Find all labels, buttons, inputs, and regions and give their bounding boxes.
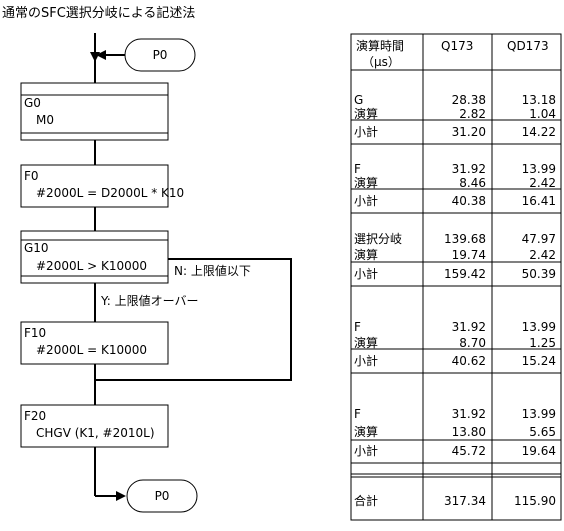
table-cell: F — [354, 407, 361, 421]
end-p0-label: P0 — [155, 489, 170, 503]
step-g0-code: M0 — [36, 113, 54, 127]
start-p0-terminal — [124, 38, 196, 72]
branch-no-label: N: 上限値以下 — [174, 263, 251, 278]
table-cell: 演算 — [354, 106, 378, 121]
table-subtotal: 40.38 — [452, 194, 486, 208]
table-cell: 8.70 — [459, 336, 486, 350]
table-cell: 47.97 — [522, 232, 556, 246]
table-cell: 演算 — [354, 175, 378, 190]
flow-arrow-down-icon — [90, 52, 100, 62]
start-jump-arrow-icon — [96, 50, 106, 60]
table-cell: 選択分岐 — [354, 232, 402, 246]
table-subtotal: 小計 — [354, 443, 378, 458]
table-subtotal: 45.72 — [452, 444, 486, 458]
table-header-unit: （μs） — [362, 55, 400, 69]
end-jump-arrow-icon — [116, 491, 126, 501]
step-f0-code: #2000L = D2000L * K10 — [36, 186, 184, 200]
table-cell: 31.92 — [452, 407, 486, 421]
table-subtotal: 50.39 — [522, 267, 556, 281]
table-cell: F — [354, 320, 361, 334]
step-f10-code: #2000L = K10000 — [36, 343, 147, 357]
table-cell: G — [354, 93, 363, 107]
table-header-q173: Q173 — [441, 39, 473, 53]
table-total: 115.90 — [514, 494, 556, 508]
step-g0: G0 M0 — [20, 82, 169, 141]
table-cell: 2.82 — [459, 107, 486, 121]
table-header-time: 演算時間 — [356, 38, 404, 53]
table-subtotal: 19.64 — [522, 444, 556, 458]
step-f20: F20 CHGV (K1, #2010L) — [20, 404, 169, 448]
table-total: 合計 — [354, 493, 378, 508]
table-cell: 13.99 — [522, 407, 556, 421]
table-subtotal: 小計 — [354, 124, 378, 139]
table-cell: 8.46 — [459, 176, 486, 190]
step-f10: F10 #2000L = K10000 — [20, 321, 169, 365]
table-cell: 演算 — [354, 335, 378, 350]
table-cell: 13.99 — [522, 320, 556, 334]
step-f20-name: F20 — [24, 409, 46, 423]
table-cell: 31.92 — [452, 162, 486, 176]
start-p0-label: P0 — [153, 48, 168, 62]
table-subtotal: 14.22 — [522, 125, 556, 139]
step-g10: G10 #2000L > K10000 — [20, 230, 169, 284]
step-f0: F0 #2000L = D2000L * K10 — [20, 164, 184, 208]
table-subtotal: 40.62 — [452, 354, 486, 368]
table-cell: 28.38 — [452, 93, 486, 107]
step-f0-name: F0 — [24, 169, 39, 183]
end-p0-terminal — [126, 479, 198, 513]
step-f10-name: F10 — [24, 326, 46, 340]
table-cell: 5.65 — [529, 425, 556, 439]
table-cell: 19.74 — [452, 248, 486, 262]
table-total: 317.34 — [444, 494, 486, 508]
page-title: 通常のSFC選択分岐による記述法 — [2, 6, 196, 21]
step-g10-name: G10 — [24, 241, 49, 255]
table-subtotal: 31.20 — [452, 125, 486, 139]
branch-yes-label: Y: 上限値オーバー — [100, 293, 198, 308]
table-subtotal: 小計 — [354, 266, 378, 281]
table-header-qd173: QD173 — [507, 39, 549, 53]
table-subtotal: 159.42 — [444, 267, 486, 281]
table-cell: 2.42 — [529, 248, 556, 262]
table-cell: 13.18 — [522, 93, 556, 107]
step-f20-code: CHGV (K1, #2010L) — [36, 426, 155, 440]
step-g10-code: #2000L > K10000 — [36, 259, 147, 273]
table-cell: 1.25 — [529, 336, 556, 350]
branch-no-path — [95, 258, 292, 381]
table-cell: 13.99 — [522, 162, 556, 176]
table-subtotal: 小計 — [354, 193, 378, 208]
step-g0-name: G0 — [24, 96, 41, 110]
table-cell: 2.42 — [529, 176, 556, 190]
table-cell: F — [354, 162, 361, 176]
table-cell: 139.68 — [444, 232, 486, 246]
table-subtotal: 16.41 — [522, 194, 556, 208]
table-cell: 演算 — [354, 424, 378, 439]
table-subtotal: 小計 — [354, 353, 378, 368]
table-cell: 13.80 — [452, 425, 486, 439]
table-subtotal: 15.24 — [522, 354, 556, 368]
table-cell: 演算 — [354, 247, 378, 262]
timing-table: 演算時間 （μs） Q173 QD173 G 28.38 13.18 演算 2.… — [350, 33, 562, 521]
table-cell: 31.92 — [452, 320, 486, 334]
table-cell: 1.04 — [529, 107, 556, 121]
